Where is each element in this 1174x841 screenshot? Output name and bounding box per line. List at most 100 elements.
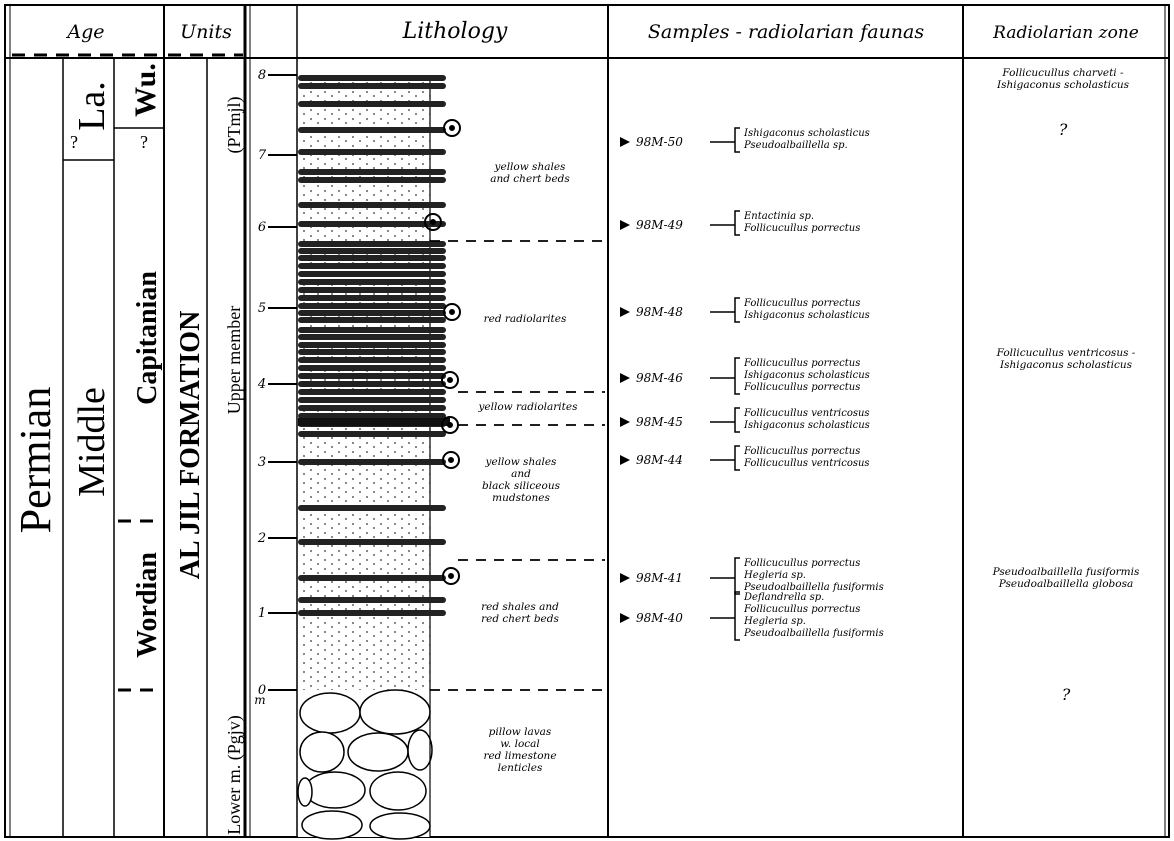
chert-bed [298, 279, 446, 285]
sample-circle [442, 451, 460, 469]
header-units: Units [180, 21, 232, 43]
sample-taxon: Follicucullus porrectus [743, 382, 860, 393]
zone-label: ? [1062, 685, 1071, 704]
sample-circle [424, 213, 442, 231]
sample-arrow-icon [620, 220, 630, 230]
chert-beds [298, 75, 450, 616]
chert-bed [298, 295, 446, 301]
sample-taxon: Ishigaconus scholasticus [743, 420, 870, 431]
sample-id: 98M-49 [636, 218, 683, 232]
age-boundary-dashes [12, 53, 243, 692]
chert-bed [298, 221, 446, 227]
sample-taxon: Pseudoalbaillella fusiformis [743, 628, 884, 639]
sample-circle [442, 567, 460, 585]
chert-bed [298, 539, 446, 545]
lithology-column [297, 75, 461, 840]
chert-bed [298, 83, 446, 89]
sample-arrow-icon [620, 455, 630, 465]
age-stage-wordian: Wordian [132, 552, 163, 658]
sample-taxon: Ishigaconus scholasticus [743, 370, 870, 381]
zone-label: Follicucullus charveti -Ishigaconus scho… [996, 67, 1130, 91]
scale-tick-label: 8 [258, 68, 266, 83]
mudstone-band [298, 418, 450, 426]
age-stage-la: La. [71, 81, 113, 131]
sample-arrow-icon [620, 417, 630, 427]
sample-taxon: Deflandrella sp. [743, 592, 824, 603]
lithology-label: red radiolarites [484, 313, 567, 325]
chert-bed [298, 357, 446, 363]
sample-id: 98M-44 [636, 453, 683, 467]
chert-bed [298, 575, 446, 581]
sample-circle-dot [449, 309, 455, 315]
sample-bracket [710, 210, 740, 236]
age-period-permian: Permian [11, 387, 60, 534]
sample-arrow-icon [620, 137, 630, 147]
chert-bed [298, 248, 446, 254]
lithology-boundary-dashes [430, 240, 605, 691]
header-samples: Samples - radiolarian faunas [648, 21, 925, 43]
sample-id: 98M-40 [636, 611, 683, 625]
unit-upper-code: (PTmjl) [224, 96, 245, 153]
age-question-1: ? [70, 132, 78, 152]
age-stage-wu: Wu. [129, 63, 162, 117]
header-radiolarian-zone: Radiolarian zone [992, 23, 1139, 43]
chert-bed [298, 177, 446, 183]
scale-tick-label: 4 [257, 377, 266, 392]
scale-tick-label: 7 [258, 148, 267, 163]
column-headers: Age Units Lithology Samples - radiolaria… [65, 19, 1138, 44]
sample-arrow-icon [620, 307, 630, 317]
sample-id: 98M-45 [636, 415, 683, 429]
sample-bracket [710, 445, 740, 471]
chert-bed [298, 365, 446, 371]
sample-taxon: Follicucullus ventricosus [743, 458, 870, 469]
scale-tick-label: 2 [257, 531, 266, 546]
sample-taxon: Follicucullus ventricosus [743, 408, 870, 419]
age-epoch-middle: Middle [71, 387, 113, 497]
sample-taxon: Follicucullus porrectus [743, 298, 860, 309]
chert-bed [298, 505, 446, 511]
sample-arrow-icon [620, 373, 630, 383]
sample-id: 98M-48 [636, 305, 683, 319]
chert-bed [298, 405, 446, 411]
chert-bed [298, 127, 446, 133]
sample-id: 98M-50 [636, 135, 683, 149]
sample-circle-dot [447, 422, 453, 428]
chert-bed [298, 310, 446, 316]
sample-bracket [710, 127, 740, 153]
sample-circle [443, 119, 461, 137]
chert-bed [298, 202, 446, 208]
sample-taxon: Pseudoalbaillella sp. [743, 140, 848, 151]
chert-bed [298, 317, 446, 323]
unit-formation: AL JIL FORMATION [175, 311, 206, 580]
unit-lower-member: Lower m. (Pgjv) [224, 715, 245, 834]
sample-bracket [710, 357, 740, 395]
chert-bed [298, 149, 446, 155]
sample-taxon: Hegleria sp. [743, 616, 806, 627]
sample-taxon: Follicucullus porrectus [743, 558, 860, 569]
sample-arrow-icon [620, 573, 630, 583]
chert-bed [298, 263, 446, 269]
chert-bed [298, 255, 446, 261]
unit-upper-member: Upper member [224, 306, 244, 414]
sample-circle [441, 371, 459, 389]
sample-bracket [710, 591, 740, 641]
sample-circle-dot [430, 219, 436, 225]
sample-circle-dot [449, 125, 455, 131]
sample-circle-dot [447, 377, 453, 383]
sample-taxon: Ishigaconus scholasticus [743, 310, 870, 321]
chert-bed [298, 349, 446, 355]
sample-taxon: Follicucullus porrectus [743, 604, 860, 615]
sample-circle-dot [448, 573, 454, 579]
chert-bed [298, 389, 446, 395]
sample-id: 98M-46 [636, 371, 683, 385]
scale-tick-label: 6 [258, 220, 266, 235]
sample-taxon: Follicucullus porrectus [743, 446, 860, 457]
sample-circle-dot [448, 457, 454, 463]
scale-tick-label: 3 [258, 455, 266, 470]
chert-bed [298, 75, 446, 81]
